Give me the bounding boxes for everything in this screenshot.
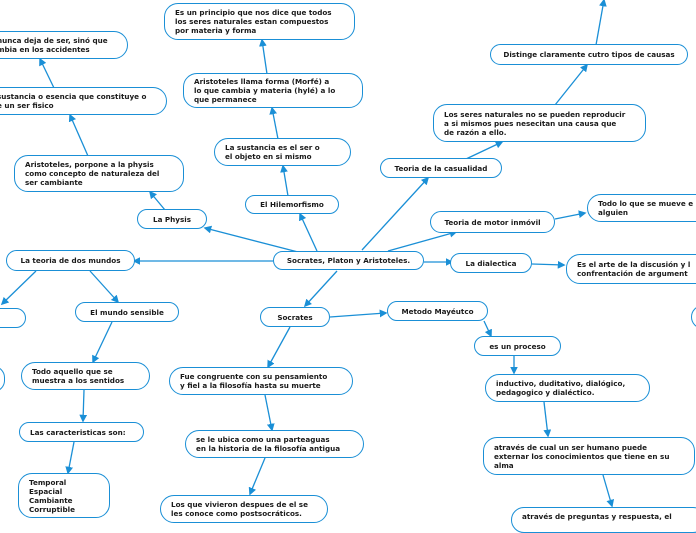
node-sustancia-esencia[interactable]: sustancia o esencia que constituye o e u… — [0, 87, 167, 115]
connector-center-to-physis — [203, 225, 299, 253]
node-sustancia-ser[interactable]: La sustancia es el ser o el objeto en si… — [214, 138, 351, 166]
node-postsocraticos[interactable]: Los que vivieron despues de el se les co… — [160, 495, 328, 523]
node-todo-lo-que[interactable]: Todo lo que se mueve e alguien — [587, 194, 696, 222]
node-motor-inmovil[interactable]: Teoria de motor inmóvil — [430, 211, 555, 233]
node-todo-aquello[interactable]: Todo aquello que se muestra a los sentid… — [21, 362, 150, 390]
connector-hilemorfismo-to-sustancia-ser — [280, 164, 289, 197]
connector-forma-to-principio — [259, 38, 268, 75]
node-teoria-casualidad[interactable]: Teoria de la casualidad — [380, 158, 502, 178]
connector-inductivo-to-atraves — [543, 401, 552, 438]
node-dos-mundos[interactable]: La teoria de dos mundos — [6, 250, 135, 271]
node-aristoteles-forma[interactable]: Aristoteles llama forma (Morfé) a lo que… — [183, 73, 363, 108]
node-distingue[interactable]: Distinge claramente cutro tipos de causa… — [490, 44, 688, 65]
node-parteaguas[interactable]: se le ubica como una parteaguas en la hi… — [185, 430, 364, 458]
node-nunca-deja[interactable]: nunca deja de ser, sinó que mbia en los … — [0, 31, 128, 59]
node-la-dialectica[interactable]: La dialectica — [450, 253, 532, 273]
node-socrates[interactable]: Socrates — [260, 307, 330, 327]
connector-center-to-socrates — [303, 270, 338, 308]
connector-atraves-to-preguntas — [602, 474, 615, 508]
node-caracteristicas[interactable]: Las caracteristicas son: — [19, 422, 144, 442]
connector-socrates-to-mayeutco — [329, 309, 388, 318]
connector-sustancia-ser-to-forma — [269, 106, 279, 140]
node-arte-discusion[interactable]: Es el arte de la discusión y l confrenta… — [566, 254, 696, 284]
connector-dos-mundos-to-sensible — [89, 270, 120, 304]
connector-seres-to-distingue — [554, 63, 588, 106]
connector-sustancia-to-nunca — [39, 57, 55, 89]
connector-physis-to-aristoteles — [149, 190, 166, 211]
node-hilemorfismo[interactable]: El Hilemorfismo — [245, 195, 339, 214]
node-atraves-preguntas[interactable]: através de preguntas y respuesta, el — [511, 507, 696, 533]
node-principio[interactable]: Es un principio que nos dice que todos l… — [164, 3, 355, 40]
node-es-un-proceso[interactable]: es un proceso — [474, 336, 561, 356]
connector-center-to-motor — [387, 229, 458, 252]
connector-dialectica-to-arte — [531, 260, 566, 269]
node-ble-fragment[interactable]: ble — [0, 308, 26, 328]
connector-layer — [0, 0, 615, 508]
connector-center-to-casualidad — [361, 176, 430, 251]
connector-parteaguas-to-post — [248, 457, 266, 496]
node-atraves-cual[interactable]: através de cual un ser humano puede exte… — [483, 437, 695, 475]
connector-casualidad-to-seres — [465, 141, 504, 160]
connector-fue-to-parteaguas — [264, 394, 275, 432]
node-la-physis[interactable]: La Physis — [137, 209, 207, 229]
connector-todo-aquello-to-caracteristicas — [79, 389, 88, 423]
node-mayeutco[interactable]: Metodo Mayéutco — [387, 301, 488, 321]
connector-dos-mundos-to-ble — [0, 270, 37, 306]
connector-motor-to-todo — [554, 210, 587, 220]
node-mundo-sensible[interactable]: El mundo sensible — [75, 302, 179, 322]
connector-center-to-hilemorfismo — [299, 212, 318, 252]
connector-distingue-to-top — [595, 0, 607, 46]
node-aristoteles-physis[interactable]: Aristoteles, porpone a la physis como co… — [14, 155, 184, 192]
connector-socrates-to-fue — [267, 326, 291, 369]
connector-caracteristicas-to-temporal — [65, 441, 75, 475]
node-socrates-platon-aristoteles[interactable]: Socrates, Platon y Aristoteles. — [273, 251, 424, 270]
connector-mayeutco-to-proceso — [483, 320, 492, 338]
node-temporal-list[interactable]: Temporal Espacial Cambiante Corruptible — [18, 473, 110, 518]
node-inductivo[interactable]: inductivo, duditativo, dialógico, pedago… — [485, 374, 650, 402]
node-seres-naturales[interactable]: Los seres naturales no se pueden reprodu… — [433, 104, 646, 142]
connector-sensible-to-todo-aquello — [92, 321, 113, 364]
node-fue-congruente[interactable]: Fue congruente con su pensamiento y fiel… — [169, 367, 353, 395]
connector-aristoteles-to-sustancia — [68, 113, 89, 157]
